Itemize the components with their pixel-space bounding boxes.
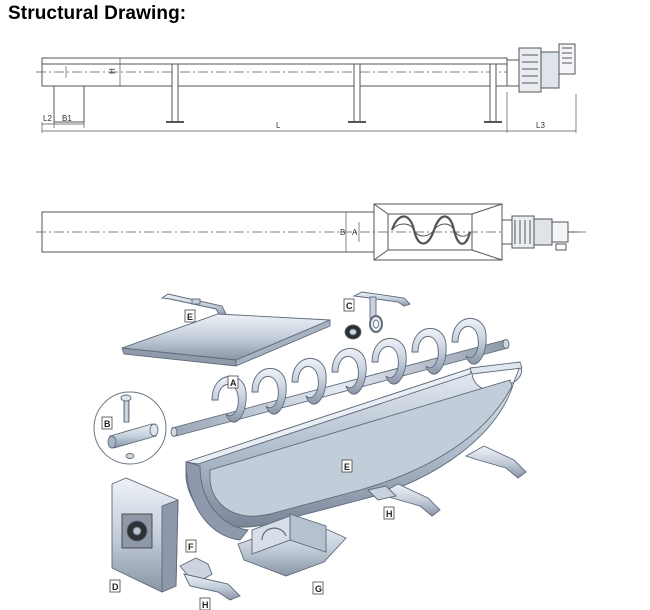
label-e-trough: E <box>344 462 350 472</box>
top-view <box>36 203 586 261</box>
label-d: D <box>112 582 119 592</box>
label-a: A <box>230 378 237 388</box>
part-g-end-support <box>237 513 347 577</box>
top-view-dimension-labels: B A <box>340 228 358 237</box>
label-b: B <box>104 419 111 429</box>
part-f-h-foot-bottom <box>179 557 241 601</box>
part-e-cover-plate <box>121 313 331 367</box>
label-g: G <box>315 584 322 594</box>
label-e-cover: E <box>187 312 193 322</box>
part-label-text: E C A B E H F D G H <box>104 301 393 610</box>
side-view-dimension-labels: H L2 B1 L L3 <box>43 68 545 130</box>
dim-l: L <box>276 121 281 130</box>
part-c-hanger-bearing <box>344 291 411 340</box>
top-view-drive-motor <box>501 215 578 251</box>
exploded-view <box>93 291 527 601</box>
dim-l2: L2 <box>43 114 52 123</box>
dim-a: A <box>352 228 358 237</box>
dim-h: H <box>108 68 117 74</box>
dim-b1: B1 <box>62 114 72 123</box>
label-h-bottom: H <box>202 600 209 610</box>
side-view-inlet <box>53 85 85 123</box>
label-h-right: H <box>386 509 393 519</box>
part-h-support-foot-right <box>367 445 527 517</box>
dim-l3: L3 <box>536 121 545 130</box>
side-view-drive-motor <box>506 43 576 93</box>
label-c: C <box>346 301 353 311</box>
dim-b: B <box>340 228 345 237</box>
part-labels <box>101 298 395 610</box>
page-title: Structural Drawing: <box>8 3 187 24</box>
part-d-end-plate <box>111 477 179 593</box>
part-b-coupling-detail <box>93 391 167 465</box>
label-f: F <box>188 542 194 552</box>
part-e-u-trough <box>185 361 523 541</box>
side-view-supports <box>166 63 502 123</box>
side-view <box>36 43 577 133</box>
